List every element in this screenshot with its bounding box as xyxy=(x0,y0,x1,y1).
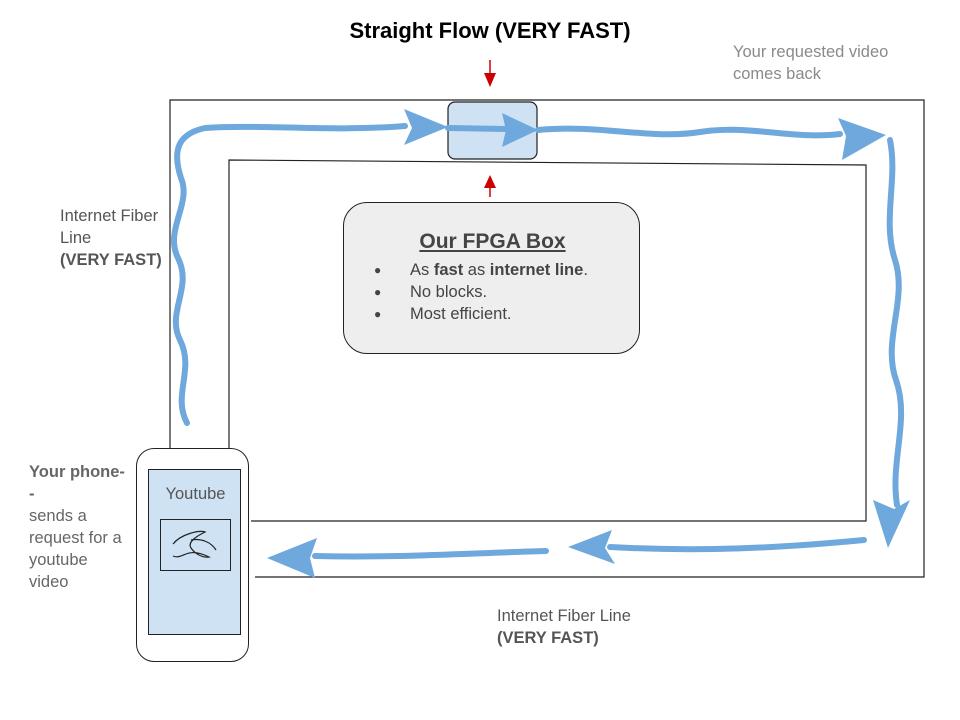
flow-line-through-node xyxy=(445,125,508,132)
fpga-box-bullet-list: As fast as internet line. No blocks. Most … xyxy=(374,259,588,325)
flow-line-bottom-left xyxy=(312,548,549,560)
flow-line-bottom-right xyxy=(607,537,867,553)
diagram-title: Straight Flow (VERY FAST) xyxy=(349,18,631,43)
fpga-box-bullet-text: fast xyxy=(433,261,464,279)
fiber-line-left-label: Internet Fiber Line (VERY FAST) xyxy=(60,205,170,271)
phone-note-heading: Your phone-- xyxy=(29,463,125,503)
fpga-box-bullet-text: No blocks. xyxy=(410,283,488,301)
fpga-box-bullet-text: as xyxy=(463,261,490,279)
fpga-box-bullet-text: Most efficient. xyxy=(410,305,512,323)
fpga-box-bullet-item: No blocks. xyxy=(374,281,588,303)
inner-boundary-line xyxy=(228,159,867,522)
marker-arrow-top-head xyxy=(484,73,496,87)
fpga-box-bullet-item: As fast as internet line. xyxy=(374,259,588,281)
fiber-line-left-name: Internet Fiber Line xyxy=(60,207,159,247)
fiber-line-bottom-label: Internet Fiber Line (VERY FAST) xyxy=(497,605,717,649)
phone-note-text: sends a request for a youtube video xyxy=(29,507,122,591)
fpga-box-bullet-text: . xyxy=(583,261,588,279)
flow-arrowhead-left xyxy=(404,109,448,145)
fiber-line-left-speed: (VERY FAST) xyxy=(60,251,162,269)
fiber-line-bottom-speed: (VERY FAST) xyxy=(497,629,599,647)
fpga-box-bullet-text: internet line xyxy=(489,261,584,279)
video-scribble-icon xyxy=(172,530,217,558)
flow-arrowhead-node xyxy=(502,113,538,147)
phone-screen: Youtube xyxy=(148,469,241,635)
flow-line-right xyxy=(886,137,905,508)
phone-device: Youtube xyxy=(136,448,249,662)
flow-arrowhead-right xyxy=(873,500,910,548)
flow-arrowhead-bottom-left xyxy=(267,538,317,578)
phone-app-label: Youtube xyxy=(165,485,226,503)
phone-note-label: Your phone-- sends a request for a youtu… xyxy=(29,461,129,593)
flow-line-top xyxy=(535,125,843,139)
flow-line-left xyxy=(170,123,408,426)
fiber-line-bottom-name: Internet Fiber Line xyxy=(497,607,631,625)
fpga-box-bullet-item: Most efficient. xyxy=(374,303,588,325)
outer-boundary-line xyxy=(169,99,925,578)
flow-arrowhead-top xyxy=(838,118,886,160)
fpga-box-bullet-text: As xyxy=(410,261,434,279)
marker-arrow-bottom-head xyxy=(484,175,496,188)
return-note-label: Your requested video comes back xyxy=(733,43,889,83)
fpga-box-callout: Our FPGA Box As fast as internet line. No… xyxy=(343,202,640,354)
fpga-box-title: Our FPGA Box xyxy=(419,230,566,253)
video-thumbnail xyxy=(160,519,231,571)
flow-arrowhead-bottom-right xyxy=(568,530,615,564)
